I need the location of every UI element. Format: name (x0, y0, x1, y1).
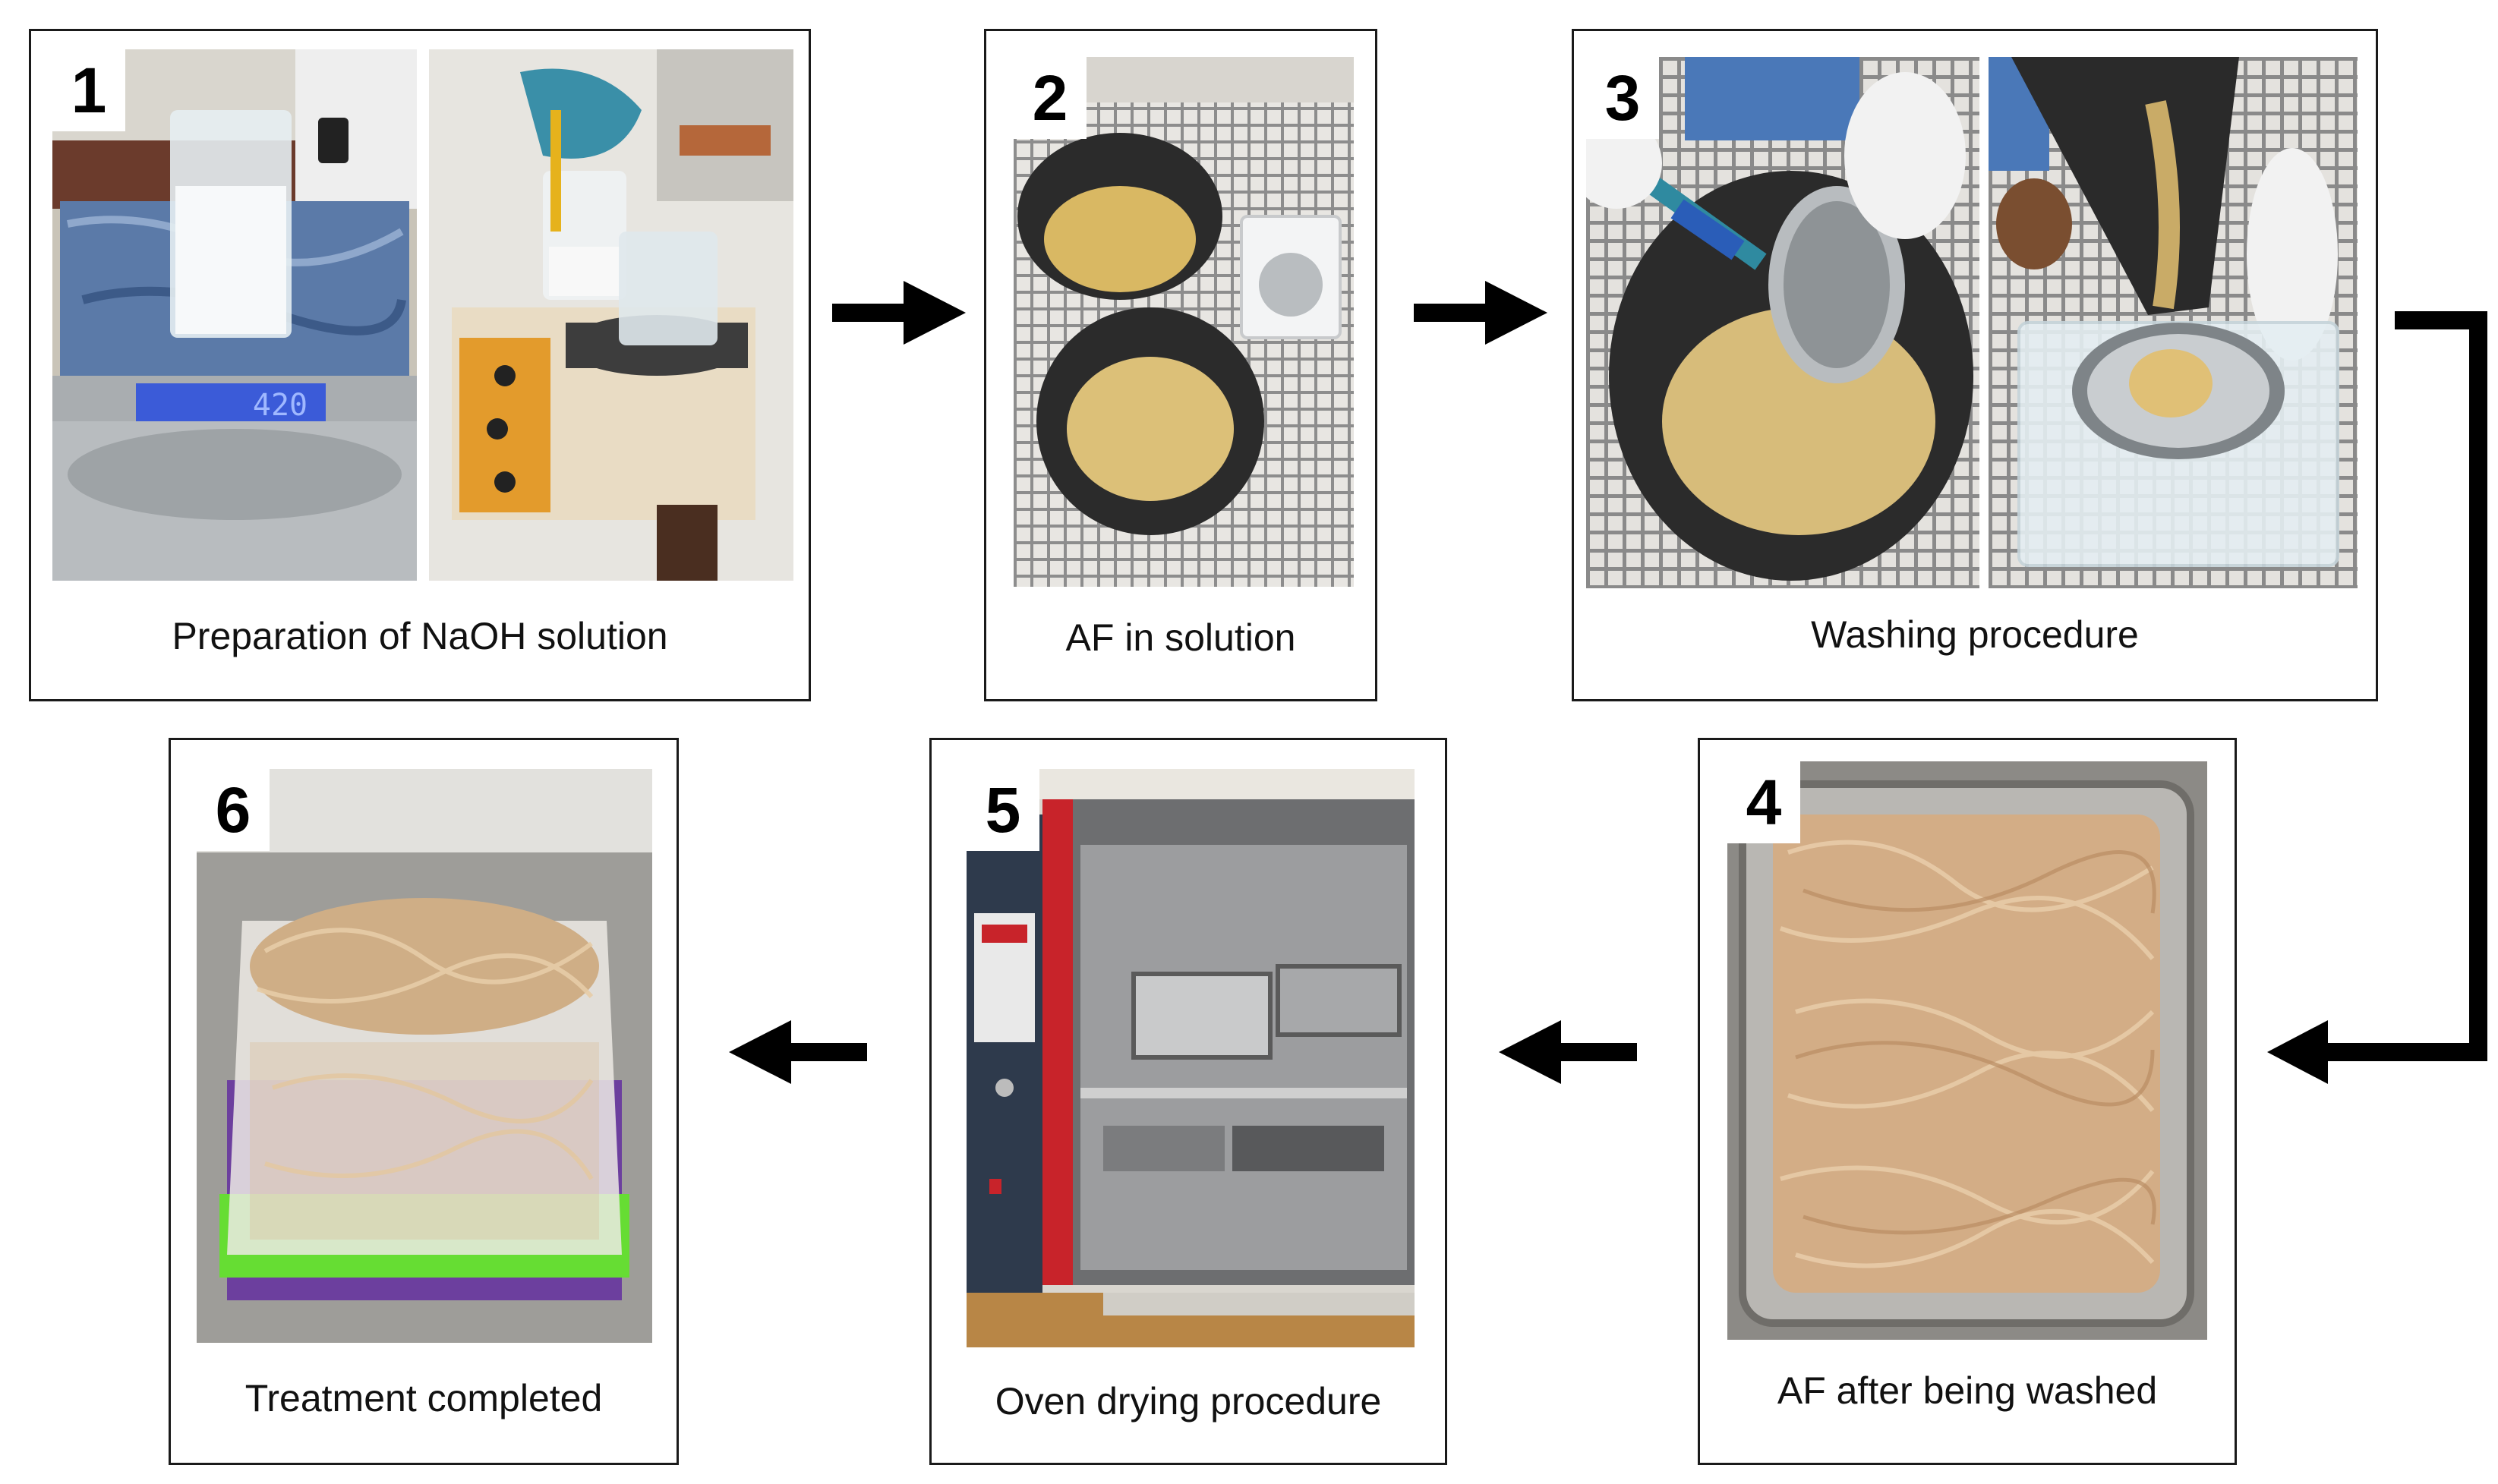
washed-fibers-tray-image (1727, 761, 2207, 1340)
step-4-caption: AF after being washed (1777, 1369, 2158, 1412)
arrow-step4-to-step5 (1499, 1020, 1637, 1084)
step-1-photo-scale: 420 (52, 49, 417, 581)
scale-display-readout: 420 (253, 388, 308, 423)
step-3-number: 3 (1586, 57, 1659, 139)
magnetic-stirrer-image (429, 49, 793, 581)
step-3-panel: 3 Washing procedure (1572, 29, 2378, 701)
step-5-number: 5 (967, 769, 1039, 851)
step-6-photo (197, 769, 652, 1343)
step-3-photo-sieving (1989, 57, 2358, 588)
step-5-caption: Oven drying procedure (995, 1380, 1382, 1423)
step-3-photo-rinsing (1586, 57, 1979, 588)
step-2-photo (1014, 57, 1354, 587)
arrow-step5-to-step6 (729, 1020, 867, 1084)
step-6-number: 6 (197, 769, 270, 851)
step-6-panel: 6 Treatment completed (169, 738, 679, 1465)
step-1-caption: Preparation of NaOH solution (172, 615, 668, 657)
step-3-caption: Washing procedure (1811, 613, 2139, 656)
step-5-panel: 5 Oven drying procedure (929, 738, 1447, 1465)
step-1-photo-stirrer (429, 49, 793, 581)
step-2-caption: AF in solution (1065, 616, 1296, 659)
step-4-photo (1727, 761, 2207, 1340)
treated-fibers-container-image (197, 769, 652, 1343)
step-1-number: 1 (52, 49, 125, 131)
arrow-step1-to-step2 (832, 281, 966, 345)
buckets-on-grid-image (1014, 57, 1354, 587)
step-4-number: 4 (1727, 761, 1800, 843)
oven-drying-image (967, 769, 1415, 1347)
sieving-fibers-image (1989, 57, 2358, 588)
step-2-panel: 2 AF in solution (984, 29, 1377, 701)
step-4-panel: 4 AF after being washed (1698, 738, 2237, 1465)
step-1-panel: 420 1 Preparation of NaOH solution (29, 29, 811, 701)
step-5-photo (967, 769, 1415, 1347)
arrow-step3-to-step4 (2267, 311, 2487, 1084)
step-6-caption: Treatment completed (244, 1377, 603, 1419)
arrow-step2-to-step3 (1414, 281, 1547, 345)
scale-with-beaker-image: 420 (52, 49, 417, 581)
rinsing-fibers-image (1586, 57, 1979, 588)
step-2-number: 2 (1014, 57, 1087, 139)
